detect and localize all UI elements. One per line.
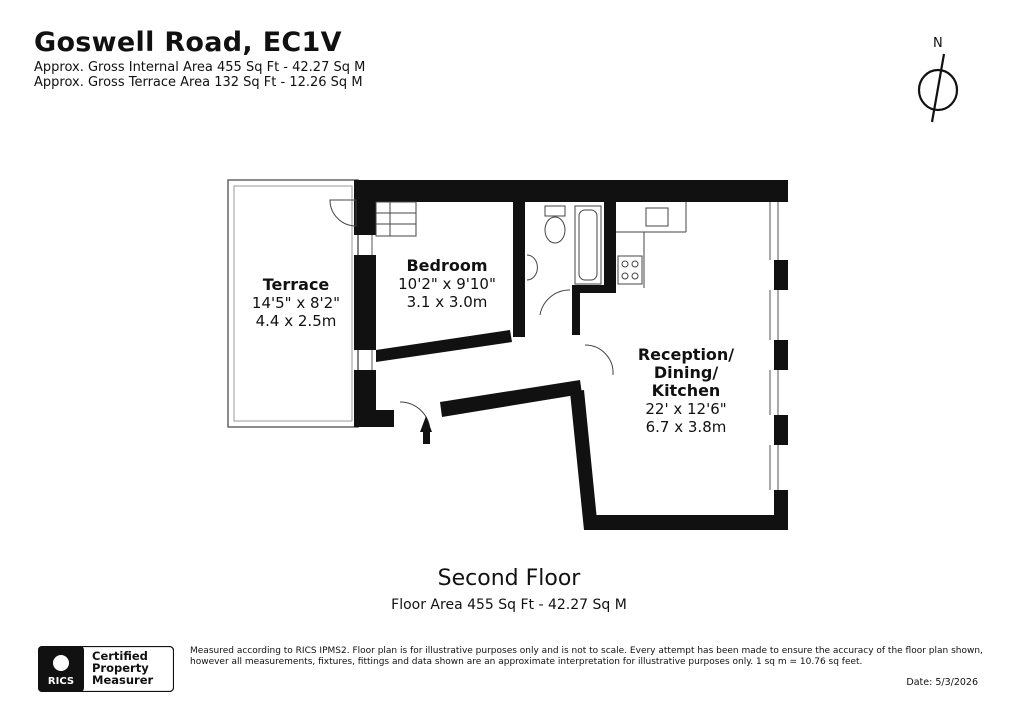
walls [354,180,788,530]
terrace-name: Terrace [262,275,330,294]
rics-line-3: Measurer [92,673,154,687]
page-title: Goswell Road, EC1V [34,27,342,58]
internal-area-text: Approx. Gross Internal Area 455 Sq Ft - … [34,60,366,75]
bedroom-dim-metric: 3.1 x 3.0m [406,293,488,311]
reception-label: Reception/ Dining/ Kitchen 22' x 12'6" 6… [630,345,742,437]
reception-name-line-2: Dining/ [653,363,719,382]
entrance-arrow-icon [420,416,432,444]
date-text: Date: 5/3/2026 [906,677,978,688]
bathroom-fixtures [526,205,602,285]
terrace-dim-imperial: 14'5" x 8'2" [251,294,341,312]
rics-line-2: Property [92,661,149,675]
terrace-label: Terrace 14'5" x 8'2" 4.4 x 2.5m [246,275,346,331]
floor-name: Second Floor [437,566,581,591]
rics-logo: RICS [38,646,174,692]
stairs [375,201,417,237]
rics-logo-text: RICS [48,676,74,687]
bedroom-name: Bedroom [406,256,488,275]
reception-name-line-1: Reception/ [637,345,735,364]
reception-name-line-3: Kitchen [651,381,721,400]
disclaimer: Measured according to RICS IPMS2. Floor … [190,646,990,668]
floor-area: Floor Area 455 Sq Ft - 42.27 Sq M [391,597,627,613]
reception-dim-metric: 6.7 x 3.8m [645,418,727,436]
rics-line-1: Certified [92,649,148,663]
rics-certification: Certified Property Measurer [92,650,153,686]
bedroom-label: Bedroom 10'2" x 9'10" 3.1 x 3.0m [392,256,502,312]
compass-north-label: N [933,36,943,51]
terrace-area-text: Approx. Gross Terrace Area 132 Sq Ft - 1… [34,75,363,90]
floor-plan [227,179,788,530]
terrace-dim-metric: 4.4 x 2.5m [255,312,337,330]
compass-icon [917,53,959,123]
kitchen-fixtures [616,202,687,288]
disclaimer-line-1: Measured according to RICS IPMS2. Floor … [190,646,983,656]
reception-dim-imperial: 22' x 12'6" [645,400,727,418]
bedroom-dim-imperial: 10'2" x 9'10" [398,275,496,293]
windows [357,202,779,490]
disclaimer-line-2: however all measurements, fixtures, fitt… [190,657,863,667]
doors [329,199,614,433]
